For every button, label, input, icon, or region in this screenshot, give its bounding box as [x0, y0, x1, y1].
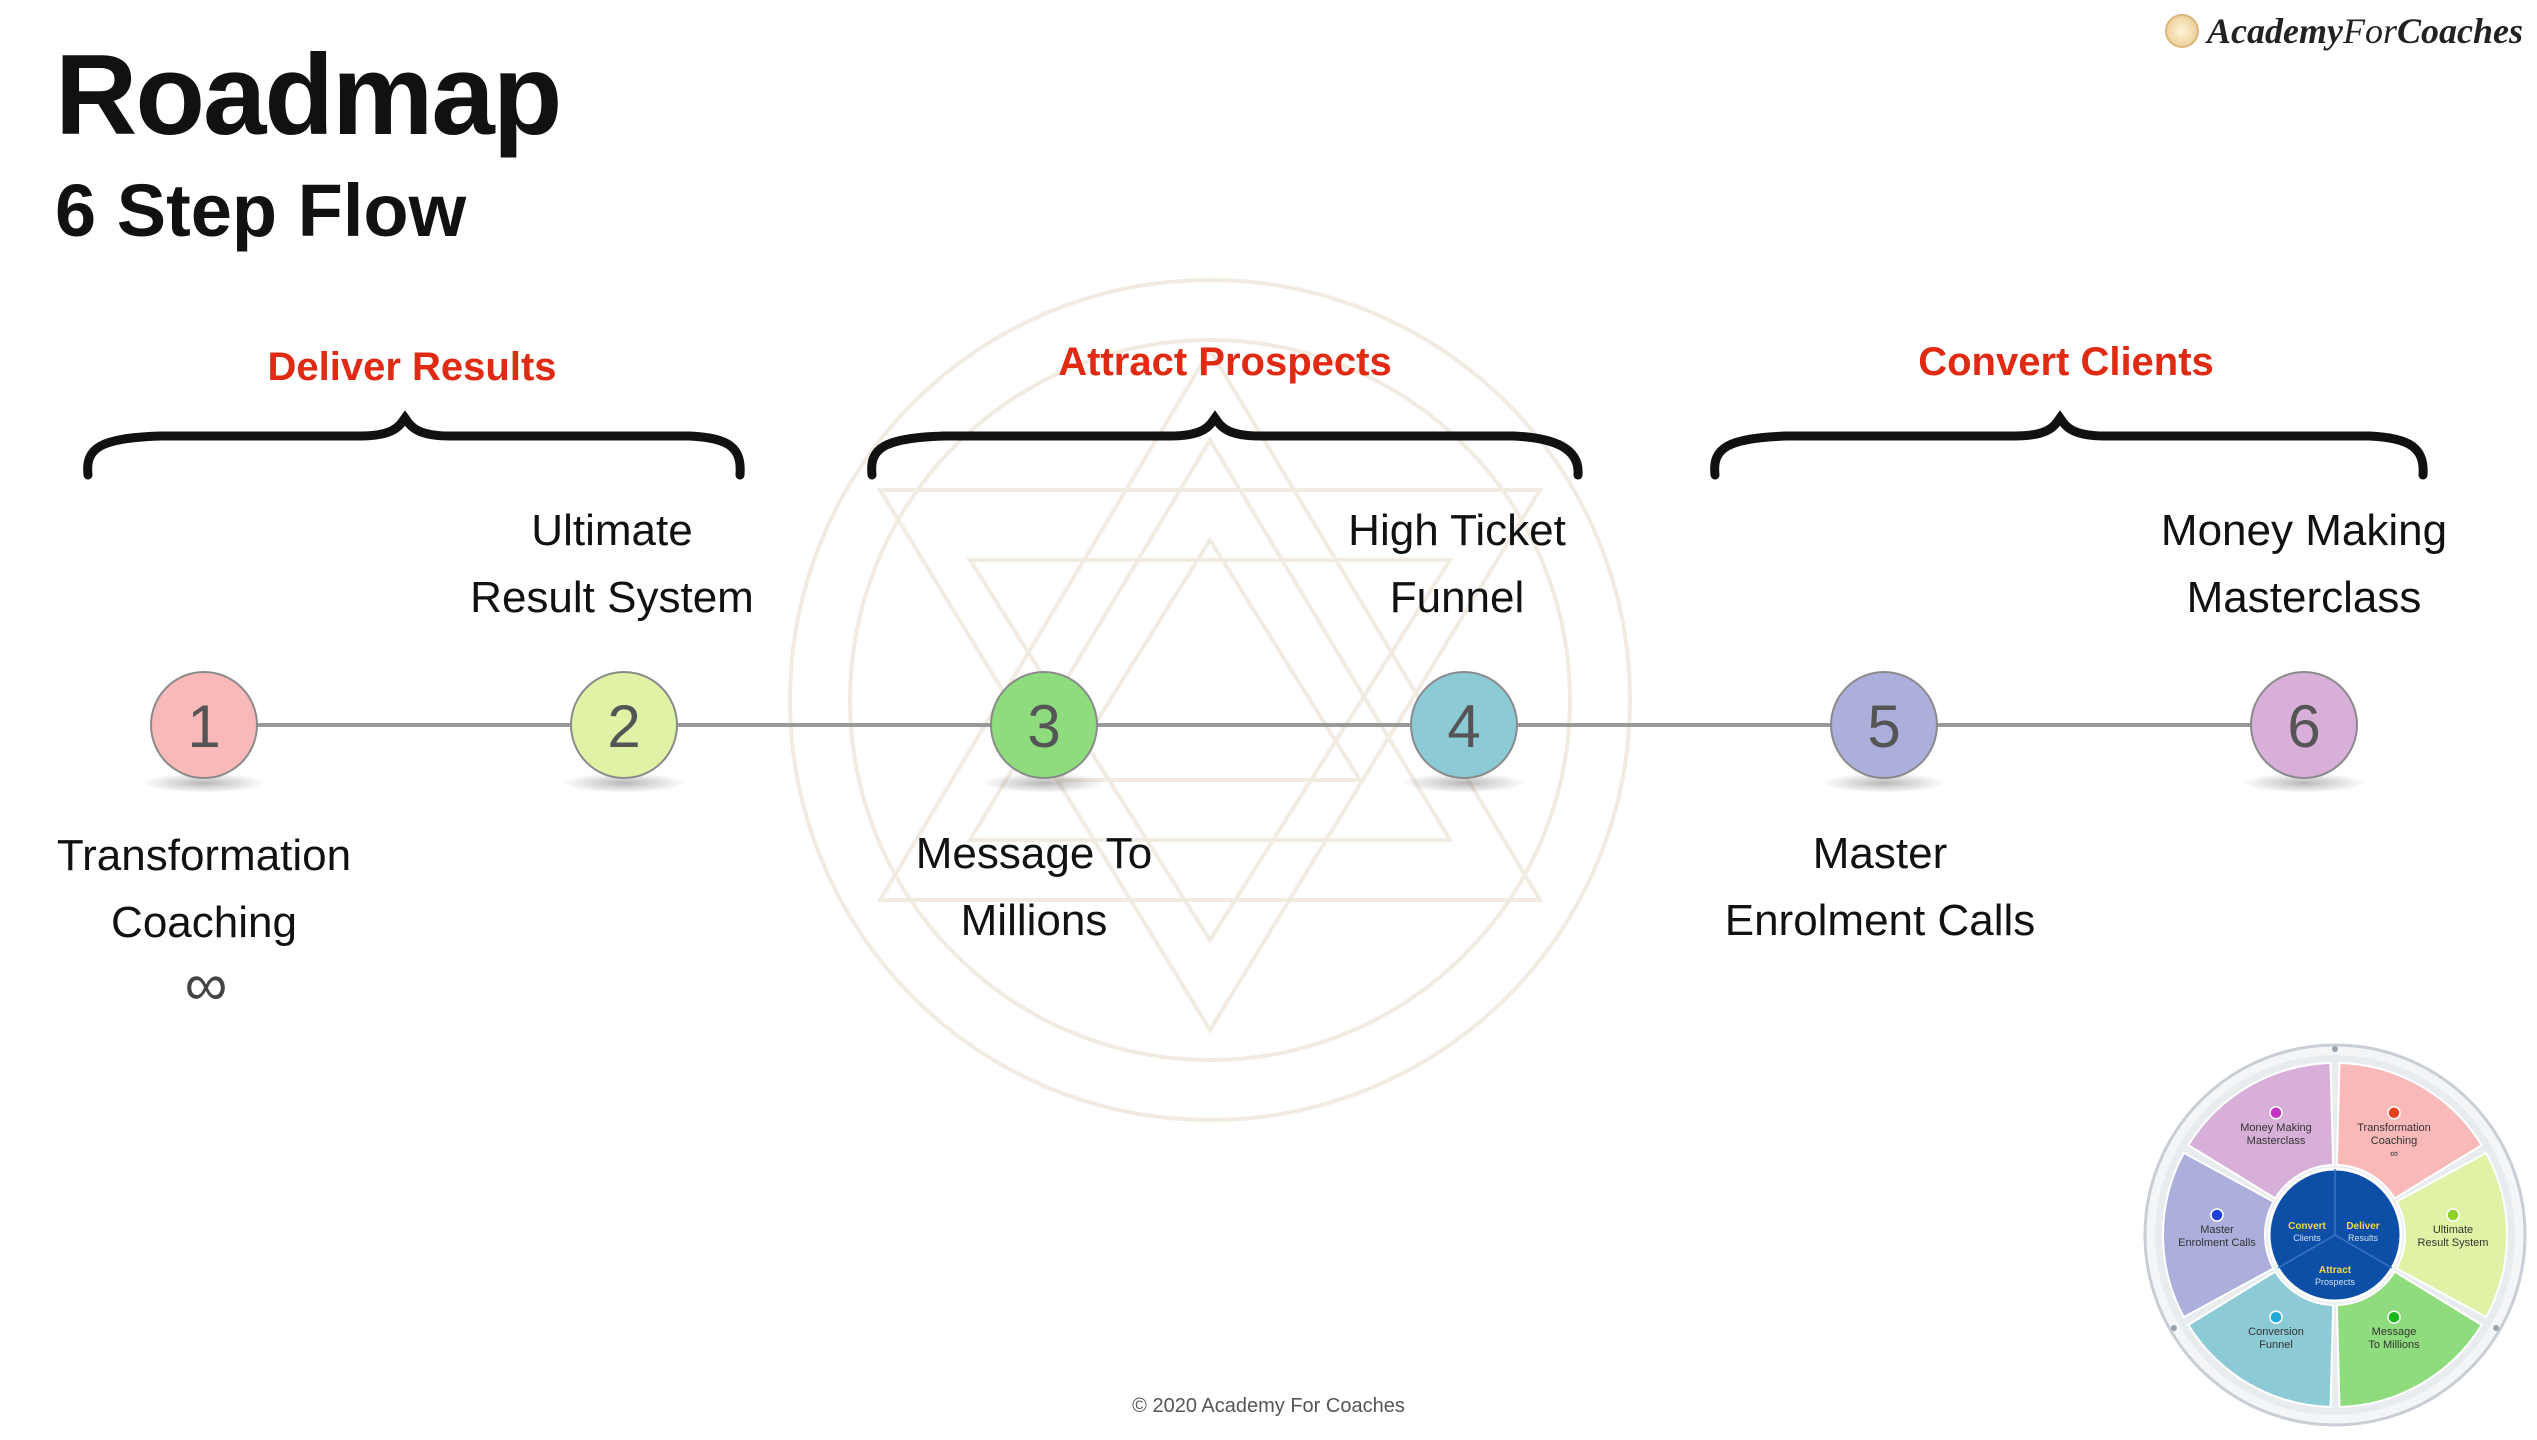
wheel-segment-text: Ultimate — [2433, 1224, 2473, 1236]
wheel-segment-text: Masterclass — [2247, 1135, 2306, 1147]
step-timeline: 1 2 3 4 5 6 — [142, 671, 2366, 793]
node-shadow — [142, 773, 266, 793]
step-number: 5 — [1867, 693, 1900, 760]
step-node-3: 3 — [982, 671, 1106, 793]
step-node-1: 1 — [142, 671, 266, 793]
page-title: Roadmap — [55, 32, 562, 159]
step-node-6: 6 — [2242, 671, 2366, 793]
wheel-dot — [2269, 1310, 2283, 1324]
wheel-dot — [2210, 1208, 2224, 1222]
brace-attract — [867, 410, 1583, 480]
brace-convert — [1710, 410, 2428, 480]
wheel-dot — [2387, 1310, 2401, 1324]
svg-text:Prospects: Prospects — [2315, 1277, 2356, 1287]
svg-text:Convert: Convert — [2288, 1221, 2326, 1232]
svg-text:Deliver: Deliver — [2346, 1221, 2379, 1232]
svg-text:Results: Results — [2348, 1233, 2379, 1243]
svg-text:Clients: Clients — [2293, 1233, 2321, 1243]
brace-deliver — [83, 410, 745, 480]
wheel-segment-text: Coaching — [2371, 1135, 2417, 1147]
step-node-5: 5 — [1822, 671, 1946, 793]
infinity-icon: ∞ — [184, 951, 228, 1018]
rim-arrow-icon — [2493, 1325, 2500, 1331]
logo-text: AcademyForCoaches — [2207, 11, 2523, 51]
step-circle — [1830, 671, 1938, 779]
step-number: 1 — [187, 693, 220, 760]
phase-braces — [83, 410, 2428, 480]
wheel-segment-text: Money Making — [2240, 1122, 2312, 1134]
step-circle — [150, 671, 258, 779]
step-node-2: 2 — [562, 671, 686, 793]
phase-label-deliver: Deliver Results — [267, 345, 557, 389]
step-node-4: 4 — [1402, 671, 1526, 793]
wheel-dot — [2387, 1106, 2401, 1120]
step-number: 2 — [607, 693, 640, 760]
step-circle — [570, 671, 678, 779]
svg-text:Attract: Attract — [2319, 1265, 2352, 1276]
node-shadow — [982, 773, 1106, 793]
phase-label-attract: Attract Prospects — [1058, 340, 1392, 384]
rim-arrow-icon — [2332, 1046, 2338, 1052]
wheel-dot — [2446, 1208, 2460, 1222]
logo-seal-icon — [2165, 14, 2200, 48]
rim-arrow-icon — [2170, 1325, 2177, 1331]
step-number: 3 — [1027, 693, 1060, 760]
wheel-segment-text: Transformation — [2357, 1122, 2431, 1134]
wheel-segment-text: Master — [2200, 1224, 2234, 1236]
step-number: 6 — [2287, 693, 2320, 760]
wheel-segment-text: Enrolment Calls — [2178, 1237, 2256, 1249]
step-circle — [990, 671, 1098, 779]
node-shadow — [1822, 773, 1946, 793]
step-circle — [1410, 671, 1518, 779]
wheel-segment-text: Conversion — [2248, 1326, 2304, 1338]
node-shadow — [562, 773, 686, 793]
wheel-segment-text: Result System — [2418, 1237, 2489, 1249]
node-shadow — [1402, 773, 1526, 793]
step-number: 4 — [1447, 693, 1480, 760]
wheel-segment-text: Message — [2372, 1326, 2417, 1338]
phase-label-convert: Convert Clients — [1918, 340, 2214, 384]
brand-logo: AcademyForCoaches — [2165, 10, 2523, 52]
wheel-dot — [2269, 1106, 2283, 1120]
wheel-segment-text: To Millions — [2368, 1339, 2420, 1351]
page-subtitle: 6 Step Flow — [55, 169, 467, 252]
wheel-segment-text: Funnel — [2259, 1339, 2293, 1351]
wheel-segment-text: ∞ — [2390, 1148, 2398, 1160]
copyright-footer: © 2020 Academy For Coaches — [1132, 1395, 1405, 1417]
step-circle — [2250, 671, 2358, 779]
node-shadow — [2242, 773, 2366, 793]
